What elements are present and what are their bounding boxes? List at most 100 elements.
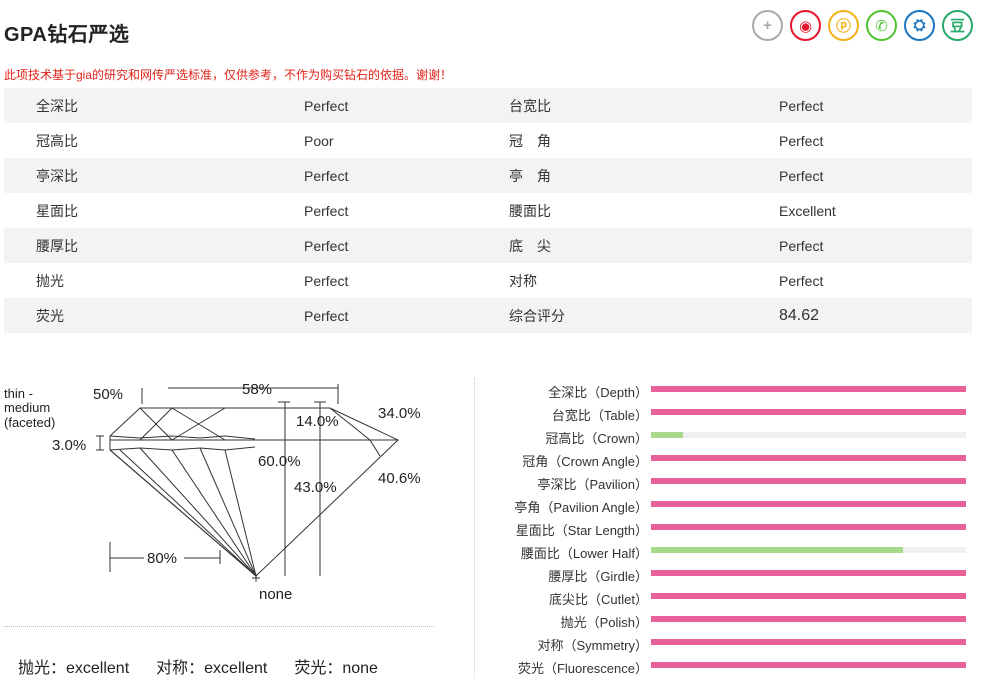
score-bar-track [651,616,966,622]
renren-icon[interactable]: ⛭ [904,10,935,41]
score-bar-fill [651,409,966,415]
grade-label: 对称 [509,272,537,289]
score-bar-fill [651,616,966,622]
score-bar-fill [651,662,966,668]
grade-value: Poor [304,132,334,149]
girdle-desc-line-1: thin - [4,386,33,401]
lower-half-percent: 80% [147,550,177,567]
disclaimer-notice: 此项技术基于gia的研究和网传严选标准，仅供参考，不作为购买钻石的依据。谢谢！ [4,68,453,82]
score-bar-label: 荧光（Fluorescence） [517,661,648,676]
score-bar-label: 抛光（Polish） [560,615,648,630]
score-bar-row: 底尖比（Cutlet） [486,585,976,608]
weibo-icon[interactable]: ◉ [790,10,821,41]
crown-percent-left: 50% [93,386,123,403]
grade-value: Perfect [304,272,349,289]
grade-value: Perfect [304,158,509,193]
grade-value: Perfect [304,228,509,263]
score-bar-fill [651,455,966,461]
score-bar-row: 星面比（Star Length） [486,516,976,539]
score-bar-track [651,478,966,484]
score-bar-track [651,639,966,645]
score-bar-row: 亭深比（Pavilion） [486,470,976,493]
score-bar-fill [651,593,966,599]
grade-label: 腰面比 [509,202,551,219]
summary-row: 抛光：excellent 对称：excellent 荧光：none [18,654,405,678]
score-bar-fill [651,547,903,553]
pavilion-angle-percent: 40.6% [378,470,421,487]
divider-vertical [474,378,475,678]
score-bar-label: 星面比（Star Length） [515,523,648,538]
grade-label: 底 尖 [509,228,779,263]
score-bar-row: 台宽比（Table） [486,401,976,424]
grade-value: 84.62 [779,298,972,333]
share-bar: + ◉ ⓟ ✆ ⛭ 豆 [752,10,973,41]
total-depth-percent: 60.0% [258,453,301,470]
score-bar-row: 对称（Symmetry） [486,631,976,654]
score-bar-row: 冠角（Crown Angle） [486,447,976,470]
score-bars: 全深比（Depth）台宽比（Table） 冠高比（Crown） 冠角（Crown A… [486,378,976,677]
girdle-desc-line-3: (faceted) [4,415,55,430]
score-bar-track [651,455,966,461]
score-bar-label: 底尖比（Cutlet） [549,592,648,607]
diamond-proportion-diagram: thin - medium (faceted) 3.0% 50% 58% 14.… [0,366,470,616]
score-bar-row: 荧光（Fluorescence） [486,654,976,677]
divider-horizontal [4,626,434,627]
summary-symmetry: 对称：excellent [156,660,268,677]
score-bar-fill [651,639,966,645]
grade-label: 冠高比 [36,132,78,149]
score-bar-track [651,593,966,599]
girdle-desc-line-2: medium [4,400,50,415]
score-bar-label: 冠高比（Crown） [545,431,648,446]
score-bar-row: 冠高比（Crown） [486,424,976,447]
crown-height-percent: 14.0% [296,413,339,430]
score-bar-row: 亭角（Pavilion Angle） [486,493,976,516]
grade-label: 综合评分 [509,298,779,333]
culet-value: none [259,586,292,603]
score-bar-label: 全深比（Depth） [548,385,648,400]
grade-value: Perfect [779,228,972,263]
girdle-percent: 3.0% [52,437,86,454]
score-bar-row: 腰面比（Lower Half） [486,539,976,562]
score-bar-label: 对称（Symmetry） [537,638,648,653]
score-bar-row: 全深比（Depth） [486,378,976,401]
wechat-icon[interactable]: ✆ [866,10,897,41]
header: GPA钻石严选 + ◉ ⓟ ✆ ⛭ 豆 [0,0,983,60]
score-bar-fill [651,432,683,438]
grade-value: Perfect [304,298,509,333]
score-bar-track [651,662,966,668]
grade-value: Perfect [779,158,972,193]
grade-value: Excellent [779,202,836,219]
grade-value: Perfect [779,132,824,149]
score-bar-track [651,409,966,415]
grade-label: 抛光 [36,272,64,289]
pengyou-icon[interactable]: ⓟ [828,10,859,41]
douban-icon[interactable]: 豆 [942,10,973,41]
grade-label: 亭 角 [509,158,779,193]
score-bar-track [651,547,966,553]
score-bar-fill [651,478,966,484]
score-bar-track [651,524,966,530]
diamond-svg: thin - medium (faceted) 3.0% 50% 58% 14.… [4,381,421,603]
plus-icon[interactable]: + [752,10,783,41]
grade-label: 腰厚比 [4,228,304,263]
score-bar-track [651,570,966,576]
grade-value: Perfect [779,88,972,123]
score-bar-row: 抛光（Polish） [486,608,976,631]
summary-polish: 抛光：excellent [18,660,130,677]
score-bar-label: 亭角（Pavilion Angle） [514,500,648,515]
grade-label: 星面比 [36,202,78,219]
score-bar-label: 亭深比（Pavilion） [537,477,648,492]
score-bar-label: 冠角（Crown Angle） [522,454,648,469]
score-bar-fill [651,570,966,576]
grade-value: Perfect [304,88,509,123]
score-bar-row: 腰厚比（Girdle） [486,562,976,585]
table-percent: 58% [242,381,272,398]
score-bar-label: 腰面比（Lower Half） [520,546,648,561]
